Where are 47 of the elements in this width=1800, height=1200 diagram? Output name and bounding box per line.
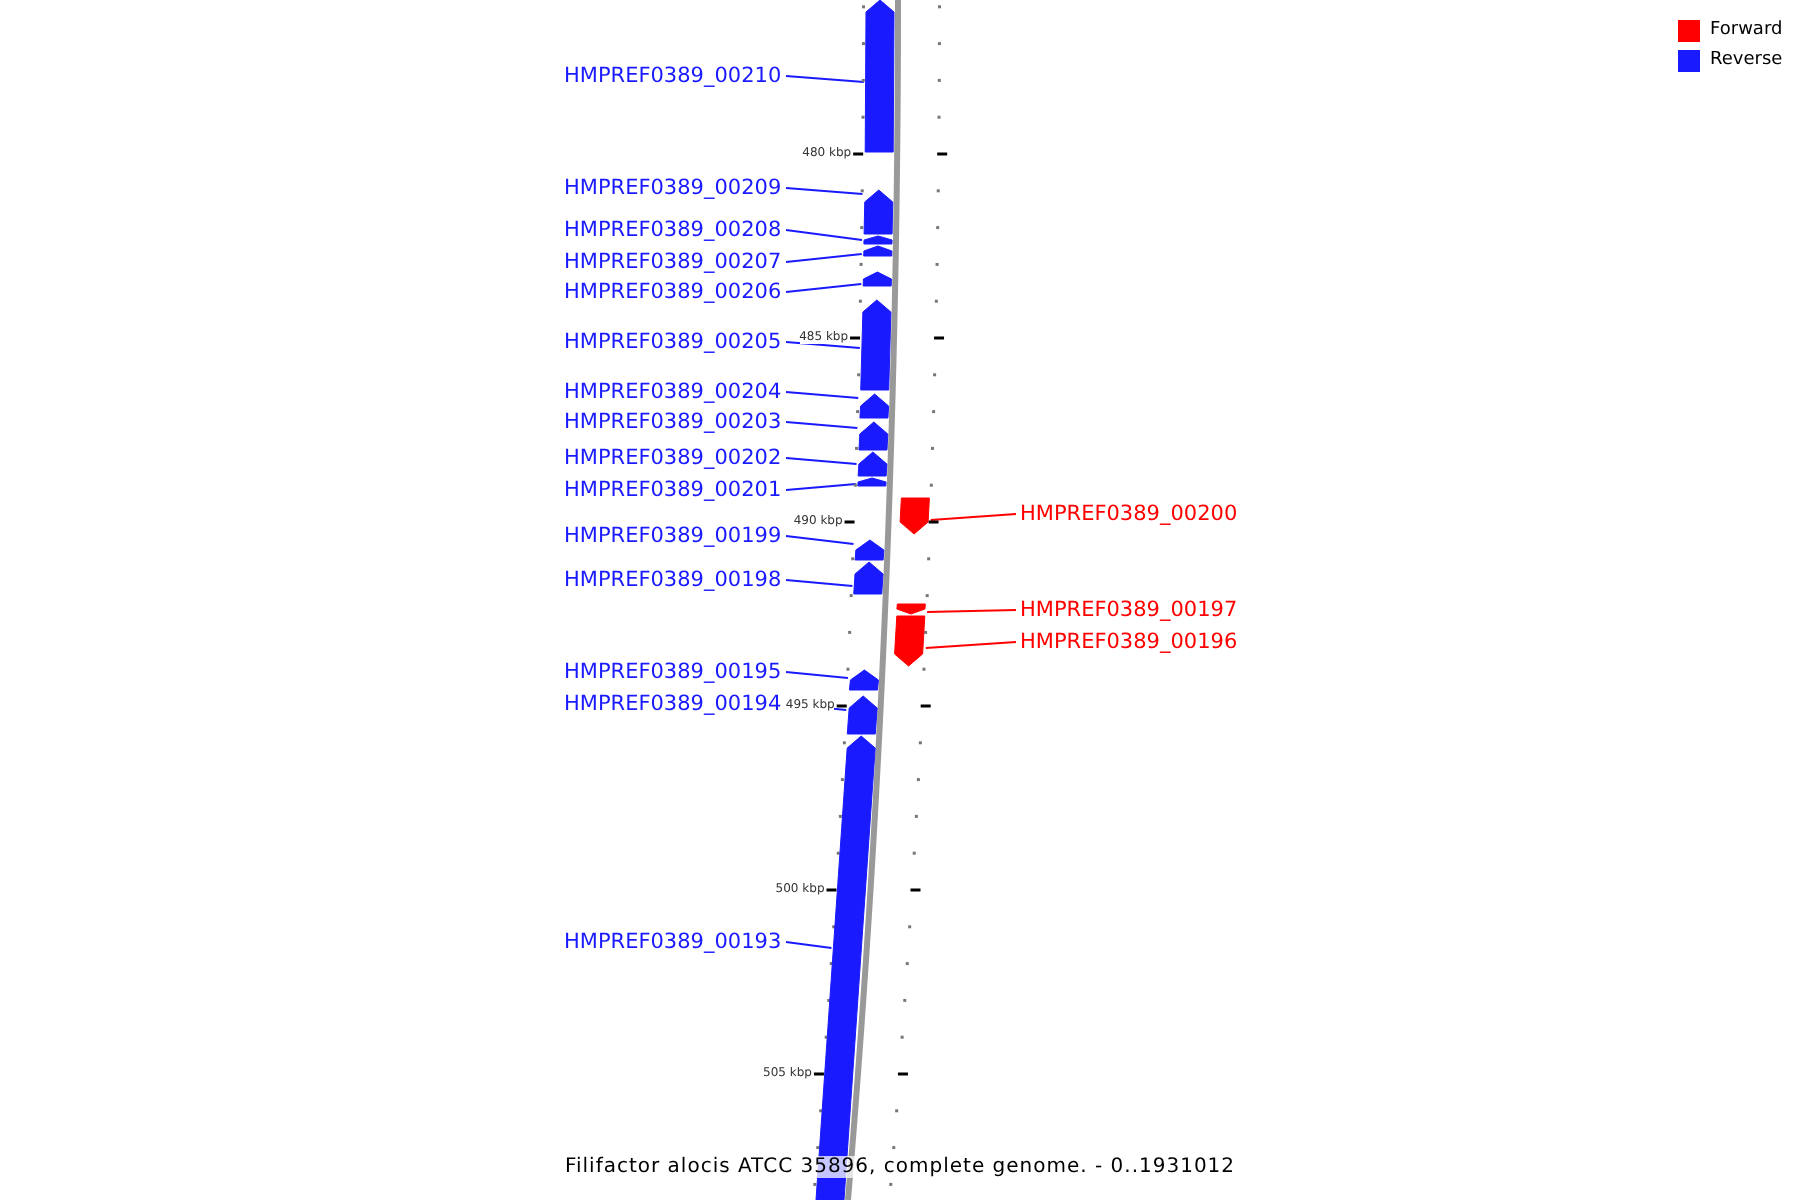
leader-line xyxy=(785,187,864,195)
leader-line xyxy=(785,941,833,949)
gene-feature xyxy=(848,669,879,691)
leader-line xyxy=(785,535,855,545)
gene-label: HMPREF0389_00205 xyxy=(564,330,782,354)
gene-label: HMPREF0389_00193 xyxy=(564,930,782,954)
gene-label: HMPREF0389_00200 xyxy=(1020,502,1238,526)
gene-label: HMPREF0389_00209 xyxy=(564,176,782,200)
leader-line xyxy=(785,283,863,293)
leader-line xyxy=(929,513,1017,521)
gene-label: HMPREF0389_00195 xyxy=(564,660,782,684)
leader-line xyxy=(926,609,1017,613)
gene-feature xyxy=(862,271,892,287)
leader-line xyxy=(785,579,854,587)
gene-label: HMPREF0389_00199 xyxy=(564,524,782,548)
gene-label: HMPREF0389_00207 xyxy=(564,250,782,274)
gene-label: HMPREF0389_00198 xyxy=(564,568,782,592)
leader-line xyxy=(785,421,859,429)
leader-line xyxy=(785,483,857,491)
gene-feature xyxy=(854,539,885,561)
gene-label: HMPREF0389_00194 xyxy=(564,692,782,716)
legend-label: Reverse xyxy=(1710,50,1783,72)
leader-line xyxy=(785,341,861,349)
gene-feature xyxy=(858,421,889,451)
gene-label: HMPREF0389_00201 xyxy=(564,478,782,502)
gene-label: HMPREF0389_00204 xyxy=(564,380,782,404)
gene-label: HMPREF0389_00196 xyxy=(1020,630,1238,654)
gene-feature xyxy=(846,695,878,735)
gene-feature xyxy=(863,245,893,257)
leader-line xyxy=(785,253,863,263)
gene-feature xyxy=(864,0,895,153)
leader-line xyxy=(785,671,849,679)
leader-line xyxy=(785,391,860,399)
legend-label: Forward xyxy=(1710,20,1783,42)
gene-label: HMPREF0389_00203 xyxy=(564,410,782,434)
leader-line xyxy=(785,457,858,465)
leader-line xyxy=(785,75,865,83)
gene-feature xyxy=(853,561,884,595)
gene-label: HMPREF0389_00202 xyxy=(564,446,782,470)
gene-feature xyxy=(899,497,930,535)
leader-line xyxy=(924,641,1017,649)
gene-label: HMPREF0389_00208 xyxy=(564,218,782,242)
gene-label: HMPREF0389_00197 xyxy=(1020,598,1238,622)
caption: Filifactor alocis ATCC 35896, complete genome. - 0..1931012 xyxy=(564,1156,1236,1178)
gene-label: HMPREF0389_00206 xyxy=(564,280,782,304)
leader-line xyxy=(785,229,863,241)
gene-label: HMPREF0389_00210 xyxy=(564,64,782,88)
